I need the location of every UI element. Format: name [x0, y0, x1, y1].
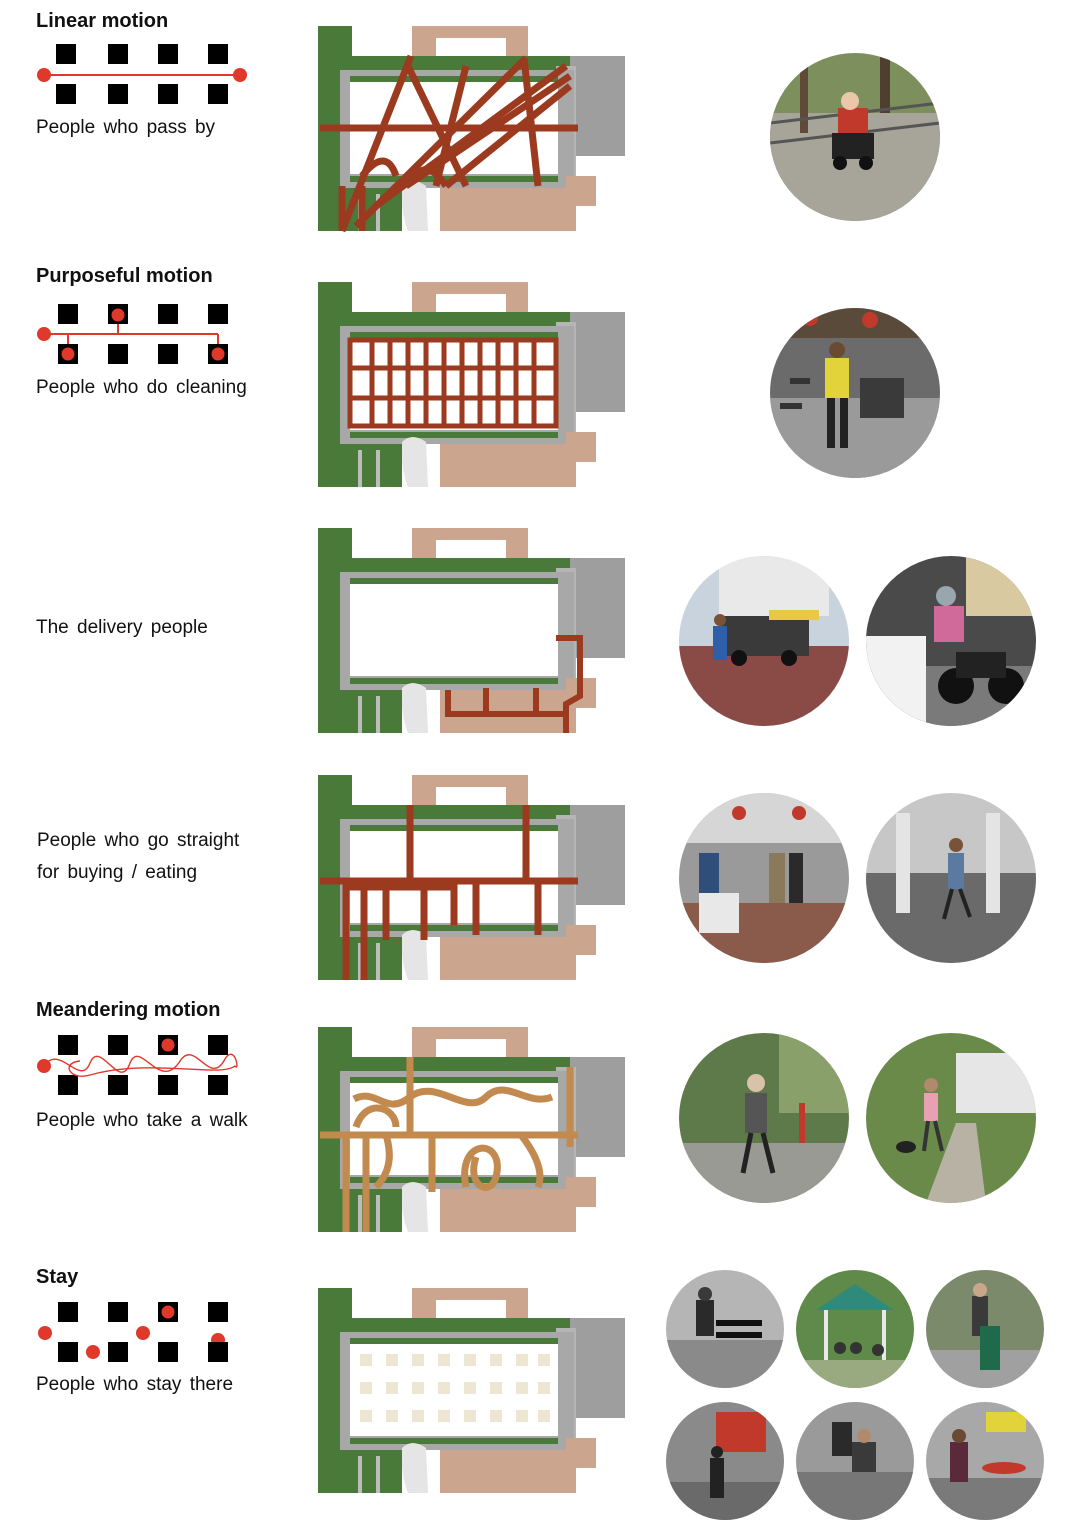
photo-man-walking-path	[679, 1033, 849, 1203]
photo-person-by-bin	[926, 1270, 1044, 1388]
photo-delivery-motorbike	[866, 556, 1036, 726]
cleaning-grid	[347, 337, 559, 429]
photo-illustration	[679, 1033, 849, 1203]
photo-illustration	[926, 1270, 1044, 1388]
buying-paths	[320, 805, 578, 980]
photo-cleaner-with-cart	[770, 308, 940, 478]
photo-illustration	[770, 53, 940, 221]
motion-row-delivery: The delivery people	[0, 520, 1080, 750]
row-caption: People who go straight for buying / eati…	[37, 825, 239, 889]
caption-line: for buying / eating	[37, 862, 198, 883]
photo-illustration	[679, 556, 849, 726]
linear-motion-symbol	[37, 44, 247, 104]
row-heading: Purposeful motion	[36, 265, 213, 287]
motion-row-purposeful: Purposeful motion People who do cleaning	[0, 260, 1080, 500]
caption-line: People who go straight	[37, 830, 240, 851]
site-plan-buying-eating	[318, 775, 625, 980]
stay-tiles	[360, 1354, 550, 1422]
row-caption: People who do cleaning	[36, 372, 247, 404]
row-caption: People who pass by	[36, 112, 215, 144]
meandering-paths	[320, 1057, 578, 1232]
caption-line: People who take a walk	[36, 1110, 248, 1131]
site-plan-meandering	[318, 1027, 625, 1232]
caption-line: People who stay there	[36, 1374, 234, 1395]
meandering-motion-symbol	[37, 1035, 238, 1095]
row-caption: People who stay there	[36, 1369, 233, 1401]
photo-illustration	[666, 1402, 784, 1520]
photo-wheelchair-user	[770, 53, 940, 221]
photo-pavilion-sitters	[796, 1270, 914, 1388]
delivery-paths	[445, 635, 583, 733]
photo-illustration	[666, 1270, 784, 1388]
caption-line: People who do cleaning	[36, 377, 247, 398]
photo-illustration	[866, 793, 1036, 963]
motion-row-buying-eating: People who go straight for buying / eati…	[0, 765, 1080, 995]
photo-illustration	[796, 1402, 914, 1520]
site-plan-purposeful	[318, 282, 625, 487]
photo-illustration	[926, 1402, 1044, 1520]
photo-seated-diners	[796, 1402, 914, 1520]
photo-bench-sitter	[666, 1270, 784, 1388]
caption-line: People who pass by	[36, 117, 216, 138]
row-heading: Meandering motion	[36, 999, 221, 1021]
site-plan-delivery	[318, 528, 625, 733]
stay-symbol	[38, 1302, 228, 1362]
site-plan-stay	[318, 1288, 625, 1493]
row-caption: People who take a walk	[36, 1105, 248, 1137]
photo-hawker-stall	[679, 793, 849, 963]
site-plan-linear	[318, 26, 625, 233]
photo-walking-in-hall	[866, 793, 1036, 963]
photo-illustration	[796, 1270, 914, 1388]
motion-row-linear: Linear motion People who pass by	[0, 0, 1080, 250]
motion-row-meandering: Meandering motion People who take a walk	[0, 995, 1080, 1245]
row-caption: The delivery people	[36, 612, 208, 644]
motion-row-stay: Stay People who stay there	[0, 1262, 1080, 1529]
purposeful-motion-symbol	[37, 304, 228, 364]
photo-illustration	[770, 308, 940, 478]
caption-line: The delivery people	[36, 617, 208, 638]
photo-woman-walking-dog	[866, 1033, 1036, 1203]
photo-delivery-truck	[679, 556, 849, 726]
linear-paths	[320, 54, 578, 233]
photo-illustration	[866, 556, 1036, 726]
photo-stall-queue	[666, 1402, 784, 1520]
row-heading: Stay	[36, 1266, 79, 1288]
photo-table-diners	[926, 1402, 1044, 1520]
photo-illustration	[679, 793, 849, 963]
row-heading: Linear motion	[36, 10, 169, 32]
photo-illustration	[866, 1033, 1036, 1203]
